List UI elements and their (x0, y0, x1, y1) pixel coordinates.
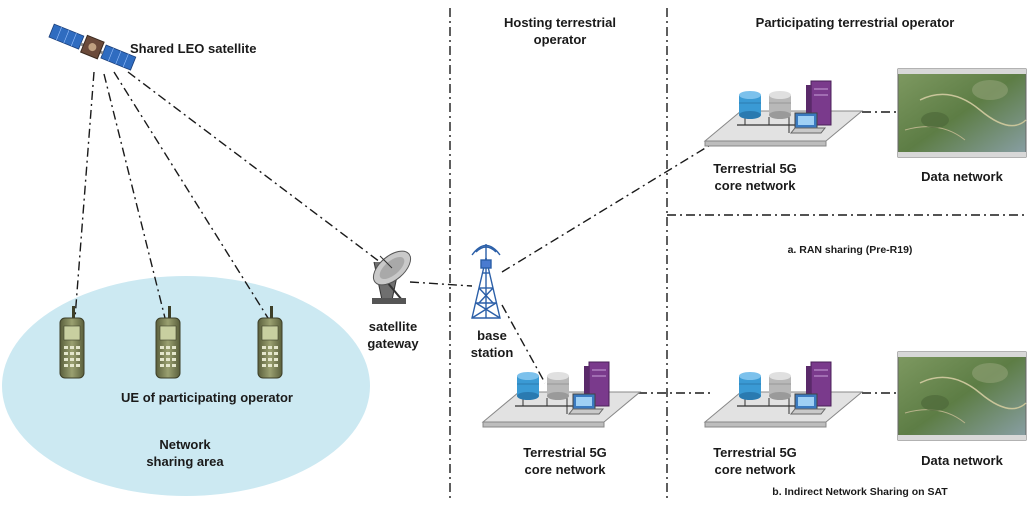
data-network-top-label: Data network (921, 169, 1003, 184)
core-network-icon (481, 361, 642, 428)
tower-icon (471, 244, 501, 319)
hosting-operator-label: Hosting terrestrial operator (504, 15, 616, 47)
data-network-bottom-label: Data network (921, 453, 1003, 468)
core-network-participating-label: Terrestrial 5G core network (713, 445, 797, 477)
core-network-icon (703, 361, 864, 428)
indirect-sharing-caption: b. Indirect Network Sharing on SAT (772, 486, 948, 498)
link-sat-gateway (127, 71, 381, 263)
link-bs-core-top (501, 135, 726, 273)
ue-label: UE of participating operator (121, 390, 293, 405)
base-station-label: base station (470, 328, 514, 360)
link-gateway-bs (409, 281, 473, 287)
map-icon (897, 351, 1027, 441)
core-network-top-label: Terrestrial 5G core network (713, 161, 797, 193)
link-sat-ue2 (103, 73, 166, 319)
dish-antenna-icon (372, 250, 412, 304)
phone-icon (155, 306, 181, 379)
link-sat-ue1 (74, 71, 95, 319)
satellite-icon (48, 23, 137, 71)
participating-operator-label: Participating terrestrial operator (755, 15, 955, 30)
link-sat-ue3 (113, 71, 269, 319)
phone-icon (257, 306, 283, 379)
core-network-hosting-label: Terrestrial 5G core network (523, 445, 607, 477)
satellite-label: Shared LEO satellite (130, 41, 257, 56)
core-network-icon (703, 80, 864, 147)
ran-sharing-caption: a. RAN sharing (Pre-R19) (787, 244, 913, 256)
gateway-label: satellite gateway (367, 319, 419, 351)
phone-icon (59, 306, 85, 379)
sharing-area-label: Network sharing area (146, 437, 224, 469)
link-bs-core-hosting (501, 304, 546, 384)
map-icon (897, 68, 1027, 158)
